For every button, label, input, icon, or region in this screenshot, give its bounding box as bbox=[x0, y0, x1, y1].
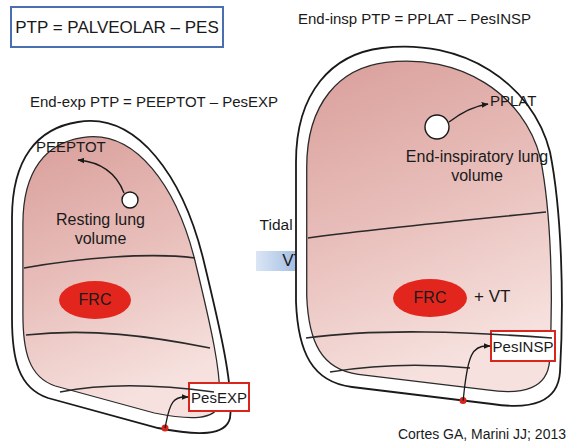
pressure-leader-arrow bbox=[463, 346, 490, 401]
lobe-fissure bbox=[26, 332, 210, 348]
node-text: FRC bbox=[58, 290, 132, 309]
lobe-fissure bbox=[60, 386, 214, 392]
leader-line bbox=[449, 104, 488, 122]
frc-ellipse bbox=[393, 279, 467, 317]
annotation-label: End-exp PTP = PEEPTOT – PesEXP bbox=[30, 93, 278, 111]
node-ellipse: FRC bbox=[58, 280, 132, 320]
node-text: End-inspiratory lung volume bbox=[392, 147, 562, 185]
alveolus-circle bbox=[122, 192, 138, 208]
node-text: PesEXP bbox=[190, 389, 248, 407]
annotation-label: PPLAT bbox=[490, 92, 536, 110]
pressure-sensor-dot bbox=[460, 397, 467, 404]
node-text: PesINSP bbox=[492, 338, 554, 356]
node-rect: PesINSP bbox=[490, 330, 556, 362]
node-rect: PesEXP bbox=[188, 382, 250, 412]
annotation-label: PEEPTOT bbox=[36, 138, 106, 156]
node-text: + VT bbox=[474, 287, 534, 307]
leader-line bbox=[78, 160, 124, 193]
lobe-fissure bbox=[308, 212, 546, 238]
chest-wall-outline bbox=[296, 47, 562, 406]
node-rect: PTP = PALVEOLAR – PES bbox=[10, 6, 224, 48]
frc-ellipse bbox=[59, 281, 131, 319]
lobe-fissure bbox=[24, 256, 195, 268]
node-ellipse: FRC bbox=[392, 278, 468, 318]
lobe-fissure bbox=[330, 365, 470, 372]
annotation-label: End-insp PTP = PPLAT – PesINSP bbox=[298, 10, 531, 28]
citation-text: Cortes GA, Marini JJ; 2013 bbox=[360, 426, 566, 443]
node-text: FRC bbox=[392, 288, 468, 307]
node-text: Resting lung volume bbox=[38, 210, 163, 248]
pressure-sensor-dot bbox=[162, 425, 169, 432]
lobe-fissure bbox=[306, 332, 552, 338]
node-text: PTP = PALVEOLAR – PES bbox=[12, 18, 222, 38]
pressure-leader-arrow bbox=[165, 397, 188, 428]
lung-outline bbox=[23, 137, 220, 418]
alveolus-circle bbox=[425, 115, 449, 139]
